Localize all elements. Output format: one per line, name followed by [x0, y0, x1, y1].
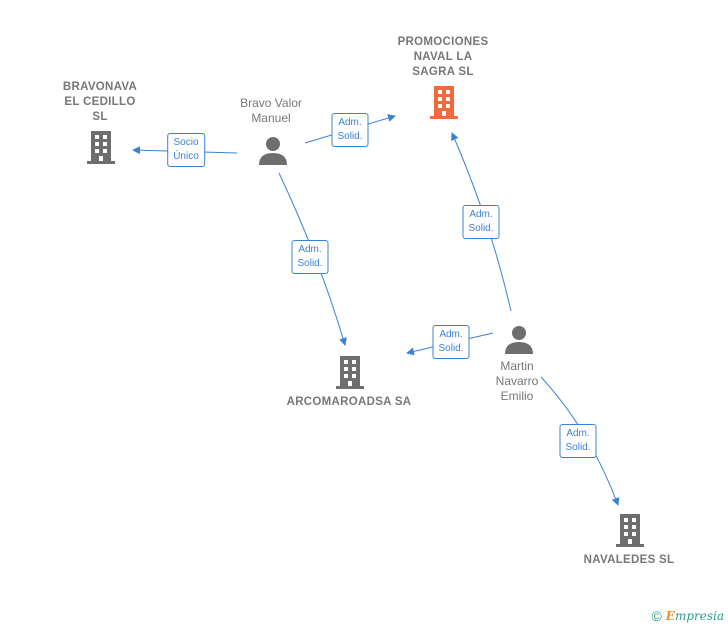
person-label-martin-navarro[interactable]: Martin Navarro Emilio: [495, 359, 539, 403]
company-label-bravonava[interactable]: BRAVONAVA EL CEDILLO SL: [62, 81, 138, 123]
company-label-promociones[interactable]: PROMOCIONES NAVAL LA SAGRA SL: [397, 36, 489, 78]
building-icon[interactable]: [334, 354, 366, 390]
brand-logo: Empresia: [665, 609, 724, 623]
person-label-bravo-valor[interactable]: Bravo Valor Manuel: [240, 96, 302, 125]
edge-label-adm-solid: Adm. Solid.: [462, 205, 500, 239]
person-icon[interactable]: [504, 324, 534, 354]
person-icon[interactable]: [258, 135, 288, 165]
edge-label-adm-solid: Adm. Solid.: [432, 325, 470, 359]
edge-label-adm-solid: Adm. Solid.: [291, 240, 329, 274]
footer-brand: © Empresia: [651, 608, 724, 624]
building-icon[interactable]: [428, 84, 460, 120]
company-label-navaledes[interactable]: NAVALEDES SL: [583, 554, 675, 566]
building-icon[interactable]: [85, 129, 117, 165]
edge-label-adm-solid: Adm. Solid.: [331, 113, 369, 147]
company-label-arcomaroadsa[interactable]: ARCOMAROADSA SA: [286, 396, 412, 408]
building-icon[interactable]: [614, 512, 646, 548]
edge-label-socio-unico: Socio Único: [167, 133, 205, 167]
edge-label-adm-solid: Adm. Solid.: [559, 424, 597, 458]
copyright-icon: ©: [651, 608, 662, 624]
